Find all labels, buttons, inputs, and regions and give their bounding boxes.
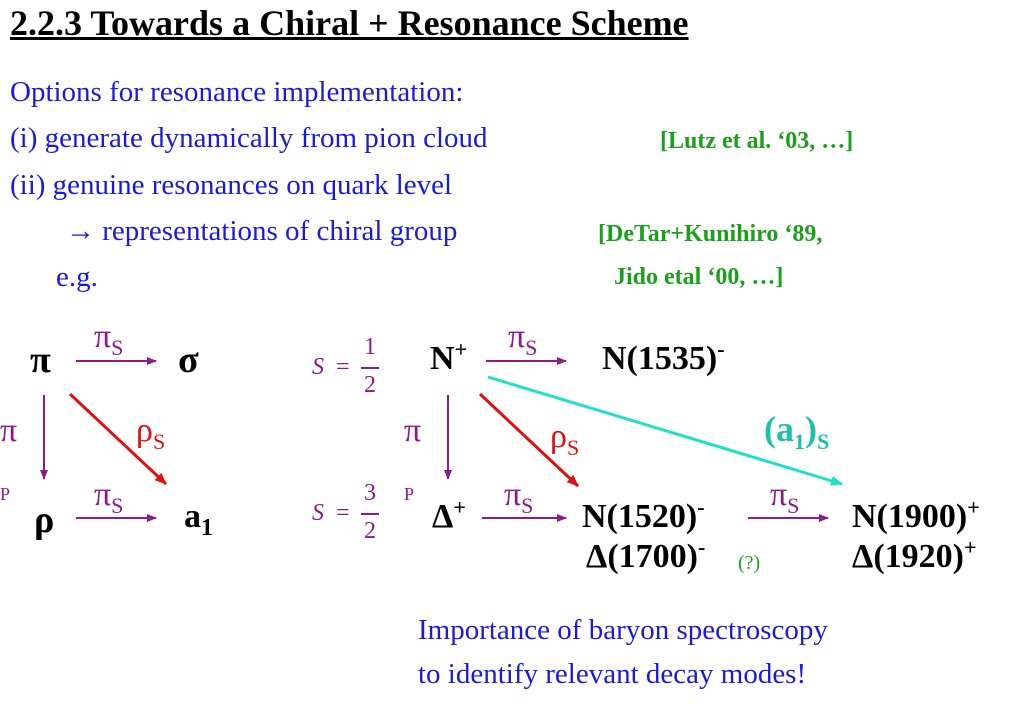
label-pi-p-left: π: [0, 412, 18, 449]
reference-jido: Jido etal ‘00, …]: [614, 264, 784, 290]
delta1700-uncertain-note: (?): [738, 552, 761, 574]
options-heading: Options for resonance implementation:: [10, 76, 464, 108]
label-rho-s-baryon: ρS: [550, 418, 580, 460]
nucleon-node: N+: [430, 336, 468, 377]
delta1700-node: Δ(1700)-: [586, 534, 706, 575]
arrow-n-to-n1900: [487, 375, 843, 486]
n1535-node: N(1535)-: [602, 336, 725, 377]
label-rho-s-left: ρS: [136, 412, 166, 454]
reference-lutz: [Lutz et al. ‘03, …]: [660, 128, 854, 154]
label-p-sub-baryon: P: [404, 484, 415, 504]
a1-node: a1: [184, 498, 213, 541]
rho-node: ρ: [34, 499, 55, 541]
option-item-2: (ii) genuine resonances on quark level: [10, 169, 453, 201]
spin-one-half: S = 1 2: [312, 334, 382, 414]
label-pi-s-baryon-right: πS: [770, 476, 800, 518]
n1900-node: N(1900)+: [852, 494, 980, 535]
spin-three-half: S = 3 2: [312, 480, 382, 560]
label-a1-s: (a1)S: [764, 409, 830, 455]
option-item-1: (i) generate dynamically from pion cloud: [10, 122, 488, 154]
slide-title: 2.2.3 Towards a Chiral + Resonance Schem…: [10, 3, 689, 43]
label-pi-p-baryon: π: [404, 412, 422, 449]
delta1920-node: Δ(1920)+: [852, 534, 977, 575]
label-pi-s-top: πS: [94, 318, 124, 360]
label-pi-s-baryon-top: πS: [508, 318, 538, 360]
arrow-n-to-n1520: [478, 392, 580, 488]
label-pi-s-bottom: πS: [94, 476, 124, 518]
arrow-pi-to-a1: [68, 392, 168, 486]
conclusion-line-2: to identify relevant decay modes!: [418, 658, 807, 690]
label-p-sub-left: P: [0, 484, 11, 504]
delta-node: Δ+: [432, 494, 466, 535]
option-item-2-detail: → representations of chiral group: [66, 215, 458, 247]
label-pi-s-baryon-mid: πS: [504, 476, 534, 518]
n1520-node: N(1520)-: [582, 494, 705, 535]
pi-node: π: [30, 339, 51, 381]
sigma-node: σ: [178, 339, 199, 381]
reference-detar: [DeTar+Kunihiro ‘89,: [598, 221, 823, 247]
conclusion-line-1: Importance of baryon spectroscopy: [418, 614, 828, 646]
eg-label: e.g.: [56, 261, 98, 293]
